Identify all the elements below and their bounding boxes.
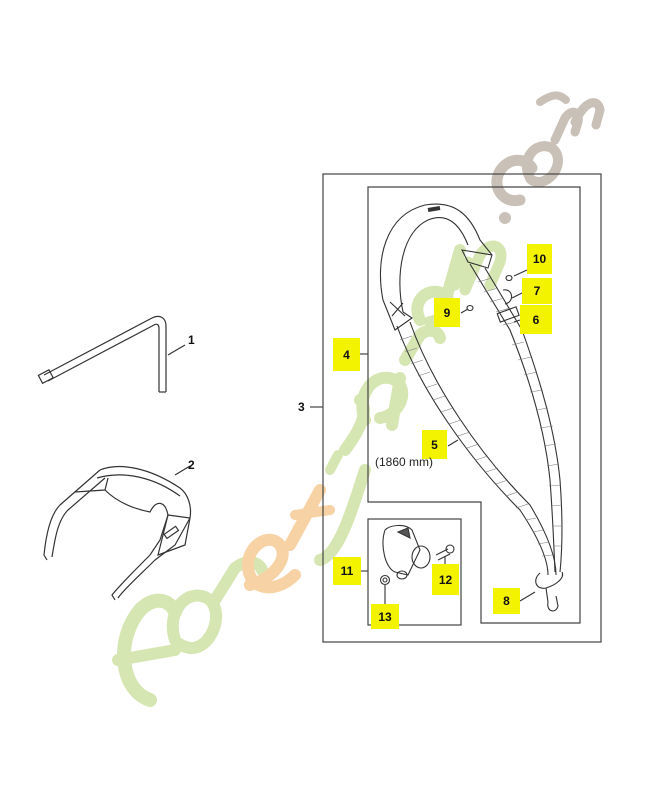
callout-3: 3 [298,400,305,414]
kit-frames [310,173,602,643]
watermark [112,91,605,707]
strap-length-label: (1860 mm) [375,455,434,469]
clamp-inner-frame [367,518,462,626]
callout-11: 11 [333,557,361,585]
callout-2: 2 [188,458,195,472]
callout-12: 12 [432,564,459,595]
outer-kit-frame [322,173,602,643]
strap-inner-frame [367,186,581,624]
clamp-drawing [379,524,455,604]
strap-drawing [380,203,564,612]
callout-10: 10 [527,244,552,274]
callout-1: 1 [188,333,195,347]
callout-8: 8 [493,588,520,614]
callout-4: 4 [333,338,360,371]
callout-7: 7 [522,278,552,304]
callout-5: 5 [422,430,447,459]
part-2-safety-glasses-drawing [43,465,192,601]
callout-6: 6 [520,305,552,334]
callout-9: 9 [434,298,460,327]
callout-13: 13 [371,604,399,629]
part-1-hex-key-drawing [37,315,186,393]
